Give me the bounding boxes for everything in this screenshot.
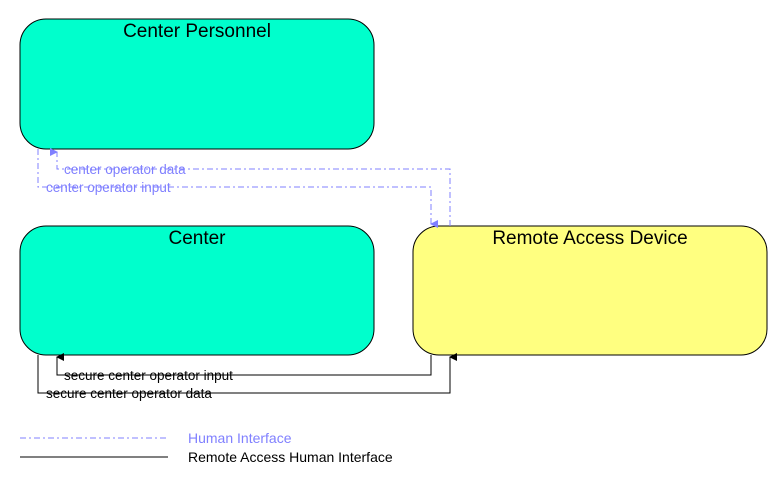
flow-label-secure-center-operator-input: secure center operator input xyxy=(64,368,233,383)
flow-label-secure-center-operator-data: secure center operator data xyxy=(46,386,212,401)
flow-label-center-operator-data: center operator data xyxy=(64,162,186,177)
node-remote-access-device: Remote Access Device xyxy=(412,225,768,356)
legend-item-remote-access-human-interface: Remote Access Human Interface xyxy=(20,449,393,465)
legend-label-human-interface: Human Interface xyxy=(188,430,292,446)
flow-label-center-operator-input: center operator input xyxy=(46,180,171,195)
flow-center-operator-input: center operator input xyxy=(37,149,438,228)
flow-secure-center-operator-input: secure center operator input xyxy=(56,353,432,383)
node-center: Center xyxy=(19,225,375,356)
flow-center-operator-data: center operator data xyxy=(50,148,451,226)
node-remote-access-device-label: Remote Access Device xyxy=(492,228,687,249)
legend-label-remote-access-human-interface: Remote Access Human Interface xyxy=(188,449,393,465)
node-center-personnel-label: Center Personnel xyxy=(123,21,271,42)
legend-item-human-interface: Human Interface xyxy=(20,430,292,446)
node-center-personnel: Center Personnel xyxy=(19,18,375,150)
node-center-label: Center xyxy=(168,228,226,249)
legend: Human Interface Remote Access Human Inte… xyxy=(20,430,393,465)
flow-secure-center-operator-data: secure center operator data xyxy=(37,353,457,401)
